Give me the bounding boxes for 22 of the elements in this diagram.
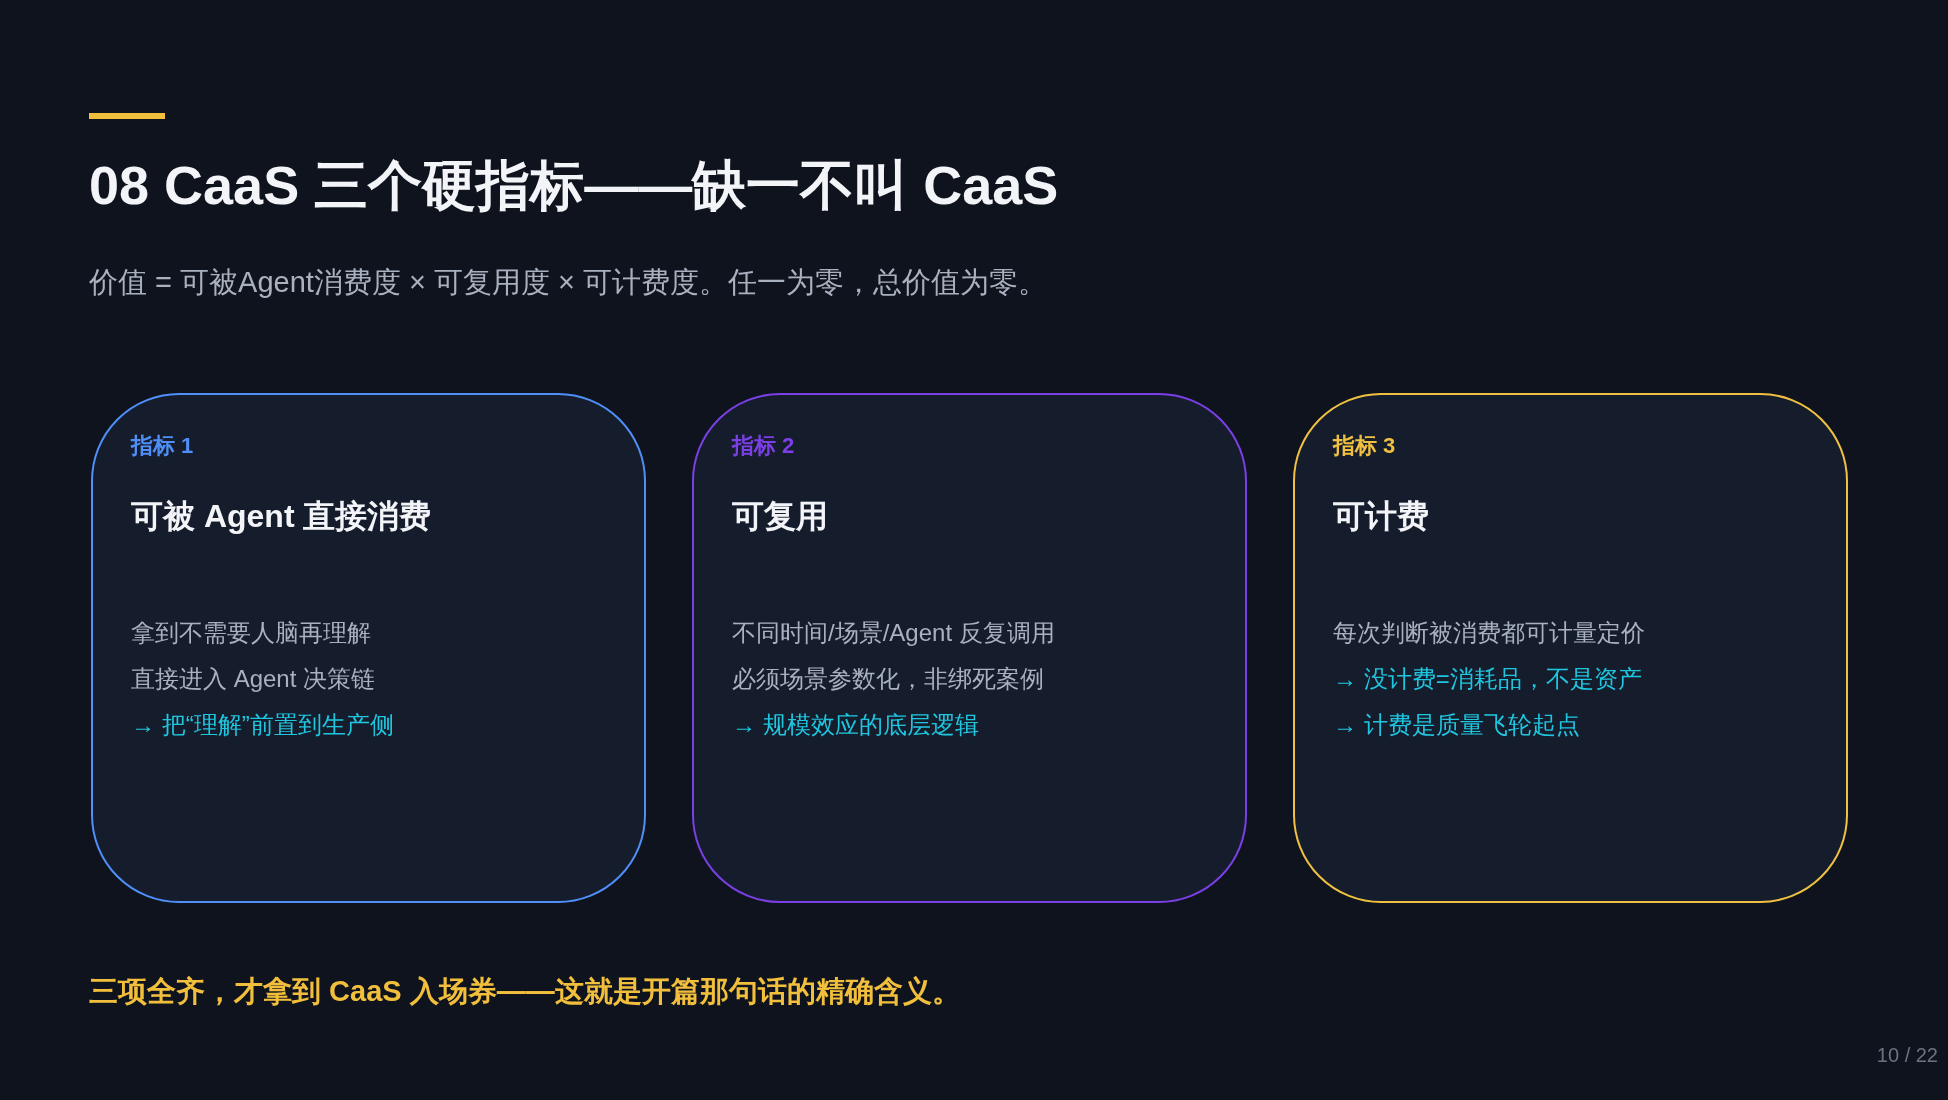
highlight-text: → 没计费=消耗品，不是资产 — [1333, 664, 1642, 694]
body-text: 必须场景参数化，非绑死案例 — [732, 664, 1044, 694]
indicator-card — [1293, 393, 1848, 903]
body-text: 拿到不需要人脑再理解 — [131, 618, 371, 648]
card-heading: 可计费 — [1333, 497, 1429, 536]
subtitle: 价值 = 可被Agent消费度 × 可复用度 × 可计费度。任一为零，总价值为零。 — [89, 265, 1047, 300]
page-number: 10 / 22 — [1876, 1044, 1938, 1067]
body-text: 每次判断被消费都可计量定价 — [1333, 618, 1645, 648]
card-tag: 指标 2 — [732, 431, 795, 461]
indicator-card — [91, 393, 646, 903]
highlight-text: → 把“理解”前置到生产侧 — [131, 710, 394, 740]
body-text: 直接进入 Agent 决策链 — [131, 664, 376, 694]
highlight-text: → 计费是质量飞轮起点 — [1333, 710, 1580, 740]
body-text: 不同时间/场景/Agent 反复调用 — [732, 618, 1055, 648]
highlight-text: → 规模效应的底层逻辑 — [732, 710, 979, 740]
card-heading: 可复用 — [732, 497, 828, 536]
card-tag: 指标 1 — [131, 431, 194, 461]
footer-note: 三项全齐，才拿到 CaaS 入场券——这就是开篇那句话的精确含义。 — [89, 974, 961, 1009]
card-tag: 指标 3 — [1333, 431, 1396, 461]
slide-title: 08 CaaS 三个硬指标——缺一不叫 CaaS — [89, 154, 1059, 217]
indicator-card — [692, 393, 1247, 903]
card-heading: 可被 Agent 直接消费 — [131, 497, 432, 536]
